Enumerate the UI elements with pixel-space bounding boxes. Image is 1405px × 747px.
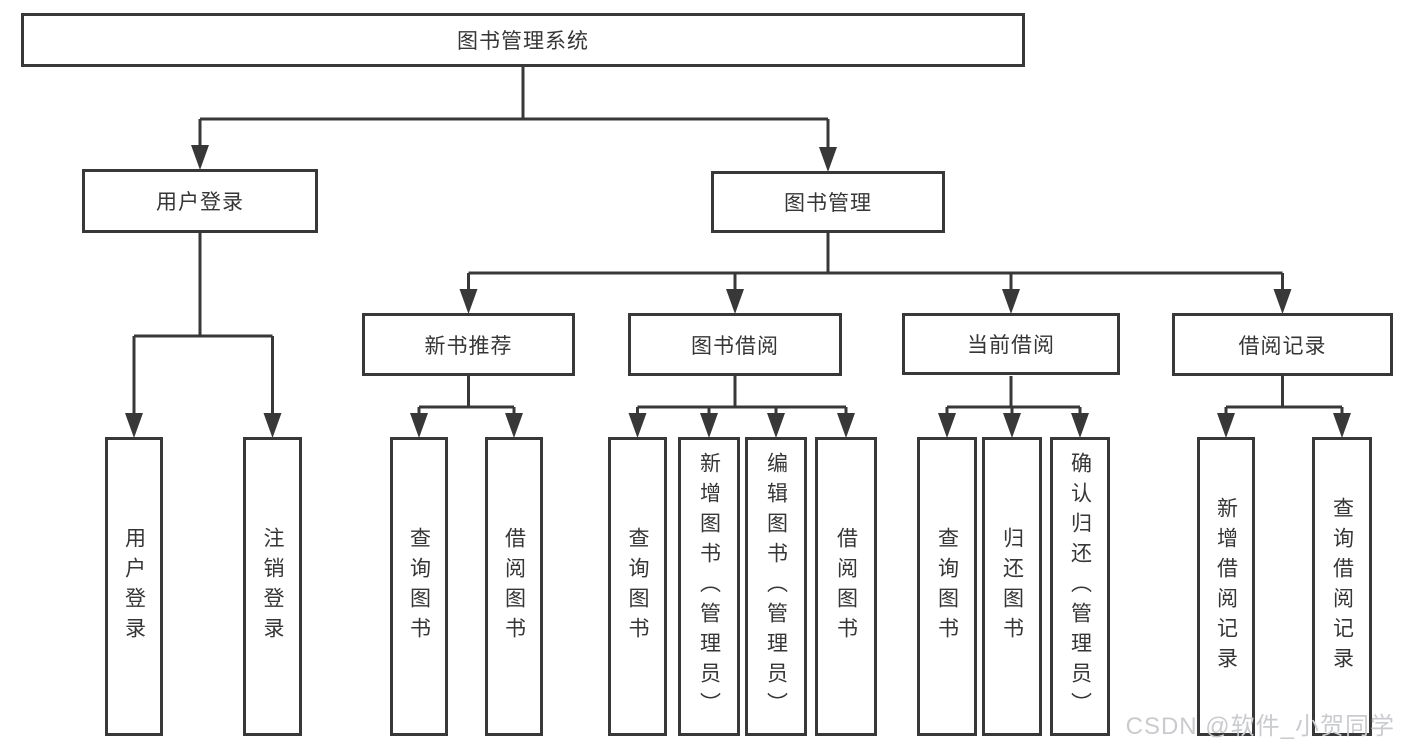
node-leaf-add-book-admin: 新增图书（管理员） <box>678 437 740 736</box>
node-leaf-user-login: 用户登录 <box>105 437 163 736</box>
node-new-book-recommend: 新书推荐 <box>362 313 575 376</box>
leaf-label: 借阅图书 <box>834 526 858 647</box>
leaf-label: 用户登录 <box>122 526 146 647</box>
leaf-label: 查询图书 <box>935 526 959 647</box>
node-book-borrowing: 图书借阅 <box>628 313 842 376</box>
node-leaf-return-book: 归还图书 <box>982 437 1042 736</box>
leaf-label: 查询图书 <box>407 526 431 647</box>
node-current-borrowing: 当前借阅 <box>902 313 1120 375</box>
node-leaf-add-borrow-record: 新增借阅记录 <box>1197 437 1255 736</box>
leaf-label: 新增借阅记录 <box>1214 496 1238 677</box>
leaf-label: 新增图书（管理员） <box>697 451 721 722</box>
node-leaf-borrow-books-recommend: 借阅图书 <box>485 437 543 736</box>
node-leaf-query-borrow-record: 查询借阅记录 <box>1312 437 1372 736</box>
leaf-label: 编辑图书（管理员） <box>764 451 788 722</box>
node-leaf-query-books-current: 查询图书 <box>917 437 977 736</box>
node-user-login: 用户登录 <box>82 169 318 233</box>
node-book-management: 图书管理 <box>711 171 945 233</box>
node-library-management-system: 图书管理系统 <box>21 13 1025 67</box>
leaf-label: 查询借阅记录 <box>1330 496 1354 677</box>
leaf-label: 确认归还（管理员） <box>1068 451 1092 722</box>
node-leaf-logout: 注销登录 <box>243 437 302 736</box>
node-leaf-query-books-recommend: 查询图书 <box>390 437 448 736</box>
csdn-watermark: CSDN @软件_小贺同学 <box>1125 713 1395 740</box>
leaf-label: 注销登录 <box>261 526 284 647</box>
node-leaf-confirm-return-admin: 确认归还（管理员） <box>1050 437 1110 736</box>
leaf-label: 查询图书 <box>626 526 649 647</box>
node-borrowing-records: 借阅记录 <box>1172 313 1393 376</box>
node-leaf-query-books-borrow: 查询图书 <box>608 437 667 736</box>
leaf-label: 借阅图书 <box>502 526 526 647</box>
node-leaf-borrow-books: 借阅图书 <box>815 437 877 736</box>
node-leaf-edit-book-admin: 编辑图书（管理员） <box>745 437 807 736</box>
leaf-label: 归还图书 <box>1000 526 1024 647</box>
